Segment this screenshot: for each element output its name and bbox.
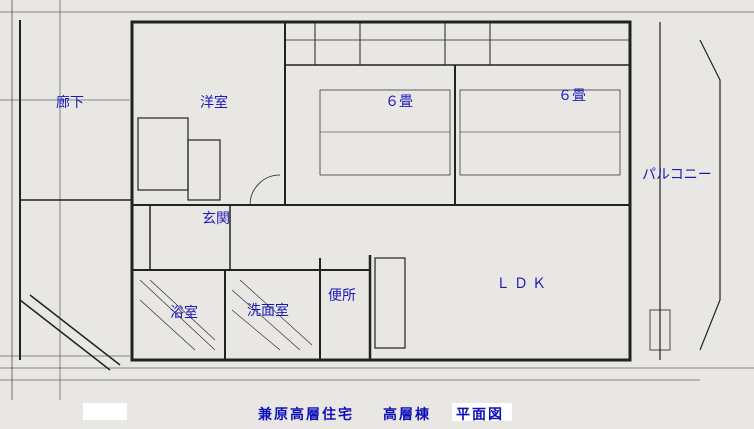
- room-label-entrance: 玄関: [202, 211, 230, 227]
- room-label-tatami-1: ６畳: [385, 94, 413, 110]
- blank-box: [83, 403, 127, 420]
- closet: [187, 139, 221, 201]
- closet: [137, 117, 189, 191]
- room-label-toilet: 便所: [328, 288, 356, 304]
- washroom-hatching: [231, 279, 313, 351]
- title-highlight: [452, 403, 512, 421]
- door-swing: [249, 174, 281, 206]
- title-building: 兼原高層住宅: [258, 407, 354, 423]
- room-label-bathroom: 浴室: [170, 305, 198, 321]
- room-label-tatami-2: ６畳: [558, 88, 586, 104]
- bath-hatching: [139, 279, 216, 351]
- tatami-mats: [459, 89, 621, 176]
- balcony-unit: [649, 309, 671, 351]
- room-label-corridor: 廊下: [56, 95, 84, 111]
- balcony-outline: [659, 22, 721, 360]
- room-label-washroom: 洗面室: [247, 303, 289, 319]
- room-label-ldk: ＬＤＫ: [496, 276, 550, 292]
- room-label-balcony: パルコニー: [642, 167, 712, 183]
- title-wing: 高層棟: [383, 407, 431, 423]
- room-label-western-room: 洋室: [200, 95, 228, 111]
- tatami-mats: [319, 89, 451, 176]
- diagonal-wall: [19, 294, 121, 371]
- kitchen-counter: [374, 257, 406, 349]
- outer-wall: [130, 20, 632, 362]
- title-drawing: 平面図: [456, 407, 504, 423]
